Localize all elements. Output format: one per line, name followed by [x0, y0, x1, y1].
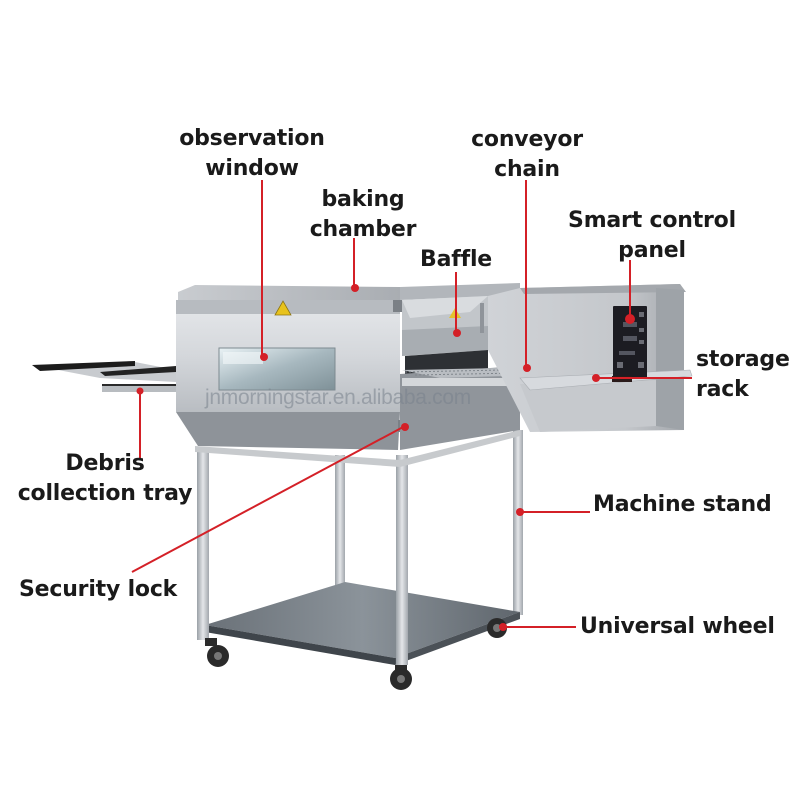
label-smart-control-panel: Smart control panel: [562, 206, 742, 266]
label-machine-stand: Machine stand: [593, 490, 772, 520]
label-line: storage: [696, 347, 790, 372]
callout-lines: [131, 180, 692, 631]
label-line: baking: [321, 187, 405, 212]
label-line: window: [205, 156, 299, 181]
label-line: collection tray: [17, 481, 193, 506]
label-line: chain: [494, 157, 560, 182]
label-line: Debris: [65, 451, 145, 476]
label-line: chamber: [309, 217, 417, 242]
label-line: Security lock: [19, 577, 178, 602]
left-conveyor-shape: [32, 361, 176, 392]
label-universal-wheel: Universal wheel: [580, 612, 775, 642]
control-cabinet-shape: [488, 284, 693, 432]
label-storage-rack: storage rack: [696, 345, 790, 405]
label-line: Universal wheel: [580, 614, 775, 639]
label-baking-chamber: baking chamber: [304, 185, 422, 245]
label-line: Smart control: [568, 208, 736, 233]
label-baffle: Baffle: [420, 245, 492, 275]
baffle-shape: [400, 296, 520, 450]
label-line: conveyor: [471, 127, 583, 152]
universal-wheel-shapes: [205, 618, 507, 690]
label-conveyor-chain: conveyor chain: [466, 125, 588, 185]
label-line: panel: [618, 238, 686, 263]
label-debris-collection-tray: Debris collection tray: [12, 449, 198, 509]
label-line: rack: [696, 377, 749, 402]
label-line: Machine stand: [593, 492, 772, 517]
label-observation-window: observation window: [176, 124, 328, 184]
label-line: Baffle: [420, 247, 493, 272]
label-line: observation: [179, 126, 325, 151]
machine-stand-shape: [195, 430, 523, 665]
watermark: jnmorningstar.en.alibaba.com: [205, 386, 471, 409]
label-security-lock: Security lock: [19, 575, 177, 605]
baking-chamber-shape: [176, 283, 520, 450]
control-panel-shape: [613, 306, 647, 378]
